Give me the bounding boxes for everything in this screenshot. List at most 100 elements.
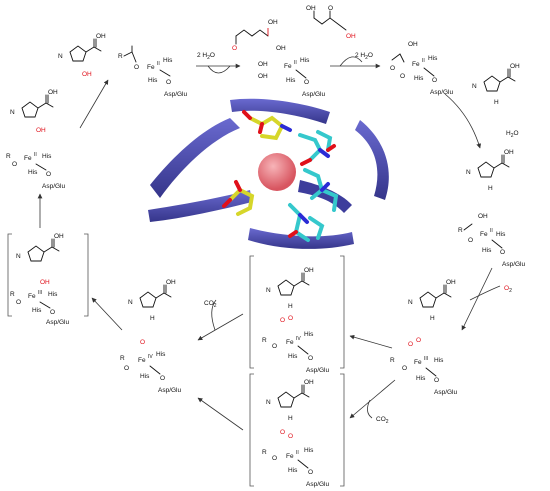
svg-text:His: His	[288, 353, 298, 360]
svg-text:IV: IV	[296, 336, 301, 342]
complex-fe-ii-peracid-ligands: O O R O Fe II His His O Asp/Glu	[262, 429, 330, 488]
svg-text:OH: OH	[166, 279, 176, 286]
svg-text:OH: OH	[510, 63, 520, 70]
svg-text:OH: OH	[408, 41, 418, 48]
svg-text:H: H	[150, 315, 155, 322]
svg-text:H: H	[494, 99, 499, 106]
svg-text:OH: OH	[276, 45, 286, 52]
svg-text:III: III	[424, 356, 428, 362]
product-hydroxyl: OH	[82, 71, 92, 78]
succinate-structure: OH O	[232, 19, 278, 52]
svg-text:R: R	[390, 357, 395, 364]
svg-text:O: O	[308, 355, 313, 362]
svg-text:Fe: Fe	[286, 339, 294, 346]
svg-text:OH: OH	[504, 149, 514, 156]
arrow-to-ferryl	[197, 397, 244, 431]
akg-structure: OH O OH	[306, 5, 356, 40]
svg-text:O: O	[416, 337, 421, 344]
oxygen-label: O2	[504, 285, 512, 294]
svg-text:Fe: Fe	[414, 359, 422, 366]
svg-text:His: His	[496, 231, 506, 238]
svg-text:Fe: Fe	[286, 453, 294, 460]
svg-text:Asp/Glu: Asp/Glu	[42, 183, 66, 190]
svg-text:N: N	[408, 299, 413, 306]
svg-text:O: O	[16, 299, 21, 306]
svg-text:OH: OH	[258, 61, 268, 68]
svg-text:O: O	[432, 77, 437, 84]
succinate-o: O	[232, 45, 237, 52]
co2-label-b: CO2	[376, 416, 389, 425]
svg-text:Fe: Fe	[480, 231, 488, 238]
svg-text:H: H	[488, 185, 493, 192]
svg-text:Asp/Glu: Asp/Glu	[164, 91, 188, 98]
svg-text:His: His	[414, 75, 424, 82]
complex-fe-iii-hydroxo-substrate: OH N	[16, 233, 64, 262]
svg-text:His: His	[163, 57, 173, 64]
svg-text:OH: OH	[96, 33, 106, 40]
svg-text:His: His	[286, 77, 296, 84]
svg-text:II: II	[294, 60, 297, 66]
arrow-decarboxylation	[197, 313, 244, 341]
water-out-label: 2 H2O	[355, 52, 373, 61]
svg-text:Fe: Fe	[28, 293, 36, 300]
svg-text:O: O	[288, 315, 293, 322]
svg-text:OH: OH	[54, 233, 64, 240]
svg-text:His: His	[288, 467, 298, 474]
svg-text:His: His	[482, 247, 492, 254]
svg-text:R: R	[458, 227, 463, 234]
svg-text:Asp/Glu: Asp/Glu	[46, 319, 70, 326]
svg-text:R: R	[6, 153, 11, 160]
complex-fe-ii-product: OH N OH	[10, 89, 58, 134]
svg-text:II: II	[157, 61, 160, 67]
succinate-oh: OH	[268, 19, 278, 26]
arrow-water-release	[444, 93, 482, 149]
arrow-hydroxylation	[91, 297, 123, 331]
svg-text:N: N	[266, 399, 271, 406]
svg-text:Asp/Glu: Asp/Glu	[158, 387, 182, 394]
reagent-labels: 2 H2O 2 H2O H2O O2 CO2 CO2	[197, 52, 519, 425]
svg-text:O: O	[12, 161, 17, 168]
svg-text:O: O	[468, 237, 473, 244]
complex-fe-ii-akg-ligands: OH R O Fe II His His O Asp/Glu	[458, 213, 526, 268]
svg-text:Asp/Glu: Asp/Glu	[434, 389, 458, 396]
svg-text:His: His	[148, 77, 158, 84]
complex-fe-ii-product-ligands: R O Fe II His His O Asp/Glu	[6, 152, 66, 190]
svg-text:O: O	[500, 249, 505, 256]
svg-text:His: His	[416, 375, 426, 382]
complex-fe-ii-akg-aqua: OH O O Fe II His His O Asp/Glu	[390, 41, 454, 96]
complex-fe-ii-aqua: OH OH OH Fe II His His O Asp/Glu	[258, 45, 326, 98]
svg-text:OH: OH	[36, 127, 46, 134]
svg-text:Fe: Fe	[138, 357, 146, 364]
svg-text:N: N	[128, 299, 133, 306]
svg-text:O: O	[46, 171, 51, 178]
svg-text:OH: OH	[48, 89, 58, 96]
complex-fe-iv-peroxo-substrate: OH N H	[266, 267, 314, 310]
svg-text:Asp/Glu: Asp/Glu	[302, 91, 326, 98]
svg-text:His: His	[28, 169, 38, 176]
svg-text:Asp/Glu: Asp/Glu	[502, 261, 526, 268]
intermediate-brackets	[7, 233, 345, 487]
svg-text:O: O	[390, 65, 395, 72]
svg-text:O: O	[308, 469, 313, 476]
svg-text:R: R	[262, 449, 267, 456]
svg-text:II: II	[296, 450, 299, 456]
svg-text:N: N	[58, 53, 63, 60]
complex-fe-iii-superoxo-ligands: O O R O Fe III His His O Asp/Glu	[390, 337, 458, 396]
svg-text:Asp/Glu: Asp/Glu	[306, 481, 330, 488]
svg-text:O: O	[166, 79, 171, 86]
svg-text:Asp/Glu: Asp/Glu	[306, 367, 330, 374]
svg-text:OH: OH	[304, 267, 314, 274]
water-release-label: H2O	[506, 130, 519, 139]
svg-text:II: II	[34, 152, 37, 158]
svg-text:His: His	[434, 357, 444, 364]
complex-fe-ii-resting: R O Fe II His His O Asp/Glu	[118, 45, 188, 98]
svg-text:His: His	[428, 55, 438, 62]
svg-text:OH: OH	[446, 279, 456, 286]
svg-text:OH: OH	[478, 213, 488, 220]
fe-label: Fe	[147, 64, 155, 71]
svg-text:H: H	[288, 415, 293, 422]
iron-atom	[258, 153, 296, 191]
svg-text:H: H	[430, 315, 435, 322]
svg-text:O: O	[280, 317, 285, 324]
svg-text:His: His	[48, 291, 58, 298]
